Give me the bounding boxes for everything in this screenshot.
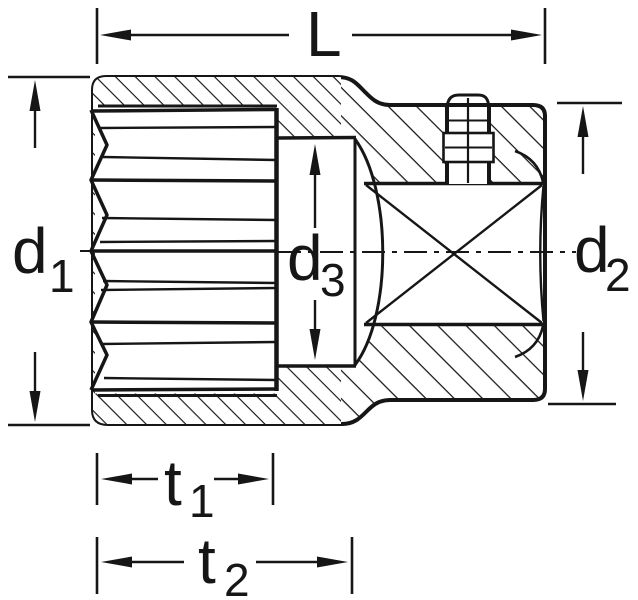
arrowhead-up (29, 80, 41, 111)
dimension-d3 (309, 144, 321, 360)
label-d1-sub: 1 (49, 250, 75, 302)
dimension-t2 (95, 537, 354, 594)
dimension-d2 (548, 101, 622, 406)
centerline (80, 250, 576, 253)
socket-body (91, 75, 547, 426)
drive-diagonal-2 (365, 184, 543, 324)
dimension-d1 (8, 75, 90, 427)
label-d2-sub: 2 (605, 249, 631, 301)
arrowhead-down (29, 391, 41, 422)
label-d3-sub: 3 (320, 254, 346, 306)
corner-arc-bottom (514, 325, 545, 359)
arrowhead-left (100, 29, 131, 41)
arrowhead-up (577, 106, 589, 137)
corner-arc-top (514, 149, 545, 183)
arrowhead-left (101, 556, 132, 568)
label-L: L (306, 0, 342, 70)
label-d1: d (12, 215, 48, 287)
arrowhead-up (309, 144, 321, 175)
dimension-L (95, 8, 547, 64)
arrowhead-down (577, 370, 589, 401)
drive-face-arc (539, 185, 545, 322)
label-t2: t (198, 525, 216, 597)
dimension-t1 (95, 453, 275, 505)
arrowhead-right (238, 473, 269, 485)
label-d3: d (287, 222, 323, 294)
label-t2-sub: 2 (224, 554, 250, 600)
label-d2: d (574, 214, 610, 286)
arrowhead-down (309, 329, 321, 360)
label-t1: t (164, 447, 182, 519)
twelve-point-profile (89, 104, 279, 397)
arrowhead-right (511, 29, 542, 41)
label-t1-sub: 1 (189, 475, 215, 527)
detent-ball-assembly (442, 93, 495, 184)
arrowhead-right (317, 556, 348, 568)
arrowhead-left (101, 473, 132, 485)
